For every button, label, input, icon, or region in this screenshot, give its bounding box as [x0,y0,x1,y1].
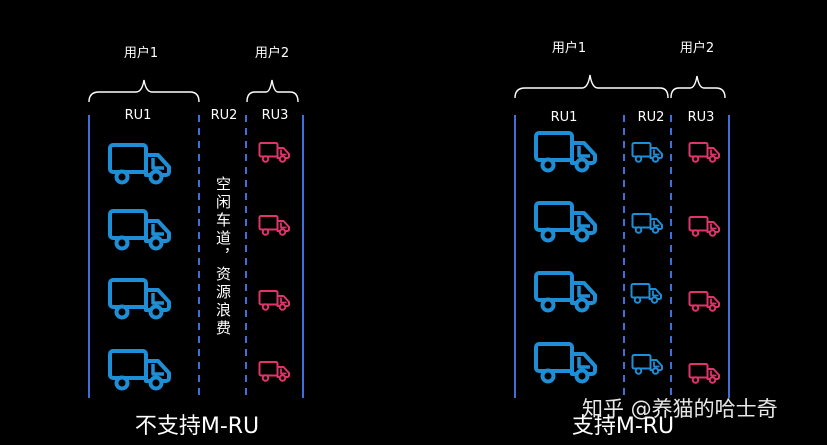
left-user2-label: 用户2 [254,46,290,61]
right-ru1-truck-2-icon [534,201,597,243]
left-ru1-label: RU1 [124,108,152,123]
right-ru2-truck-1-icon [631,142,663,163]
right-caption: 支持M-RU [571,414,675,439]
right-ru1-label: RU1 [550,110,578,125]
left-ru2-label: RU2 [210,108,238,123]
right-ru2-truck-2-icon [631,213,663,234]
right-ru2-truck-4-icon [631,354,663,375]
left-ru1-truck-1-icon [108,143,171,185]
right-ru3-truck-3-icon [688,291,720,312]
left-ru3-truck-2-icon [258,215,290,236]
idle-lane-note: 空闲车道，资源浪费 [214,176,232,338]
left-user1-label: 用户1 [123,46,159,61]
right-user1-brace [514,74,669,99]
right-user1-label: 用户1 [551,41,587,56]
left-ru3-truck-4-icon [258,361,290,382]
right-ru1-truck-1-icon [534,131,597,173]
left-user2-brace [246,79,299,103]
left-ru1-truck-4-icon [108,349,171,391]
right-ru3-label: RU3 [687,110,715,125]
left-ru1-truck-3-icon [108,278,171,320]
left-ru3-truck-1-icon [258,142,290,163]
right-ru2-truck-3-icon [630,283,662,304]
right-ru1-truck-3-icon [534,271,597,313]
right-ru3-truck-2-icon [688,216,720,237]
right-user2-brace [670,75,726,99]
left-ru3-truck-3-icon [258,290,290,311]
right-ru1-truck-4-icon [534,342,597,384]
right-ru3-truck-1-icon [688,142,720,163]
watermark-text: 知乎 @养猫的哈士奇 [582,397,778,421]
left-user1-brace [88,79,200,103]
right-user2-label: 用户2 [679,41,715,56]
left-ru3-label: RU3 [261,108,289,123]
left-caption: 不支持M-RU [134,414,260,439]
left-ru1-truck-2-icon [108,209,171,251]
right-ru3-truck-4-icon [688,363,720,384]
right-ru2-label: RU2 [637,110,665,125]
